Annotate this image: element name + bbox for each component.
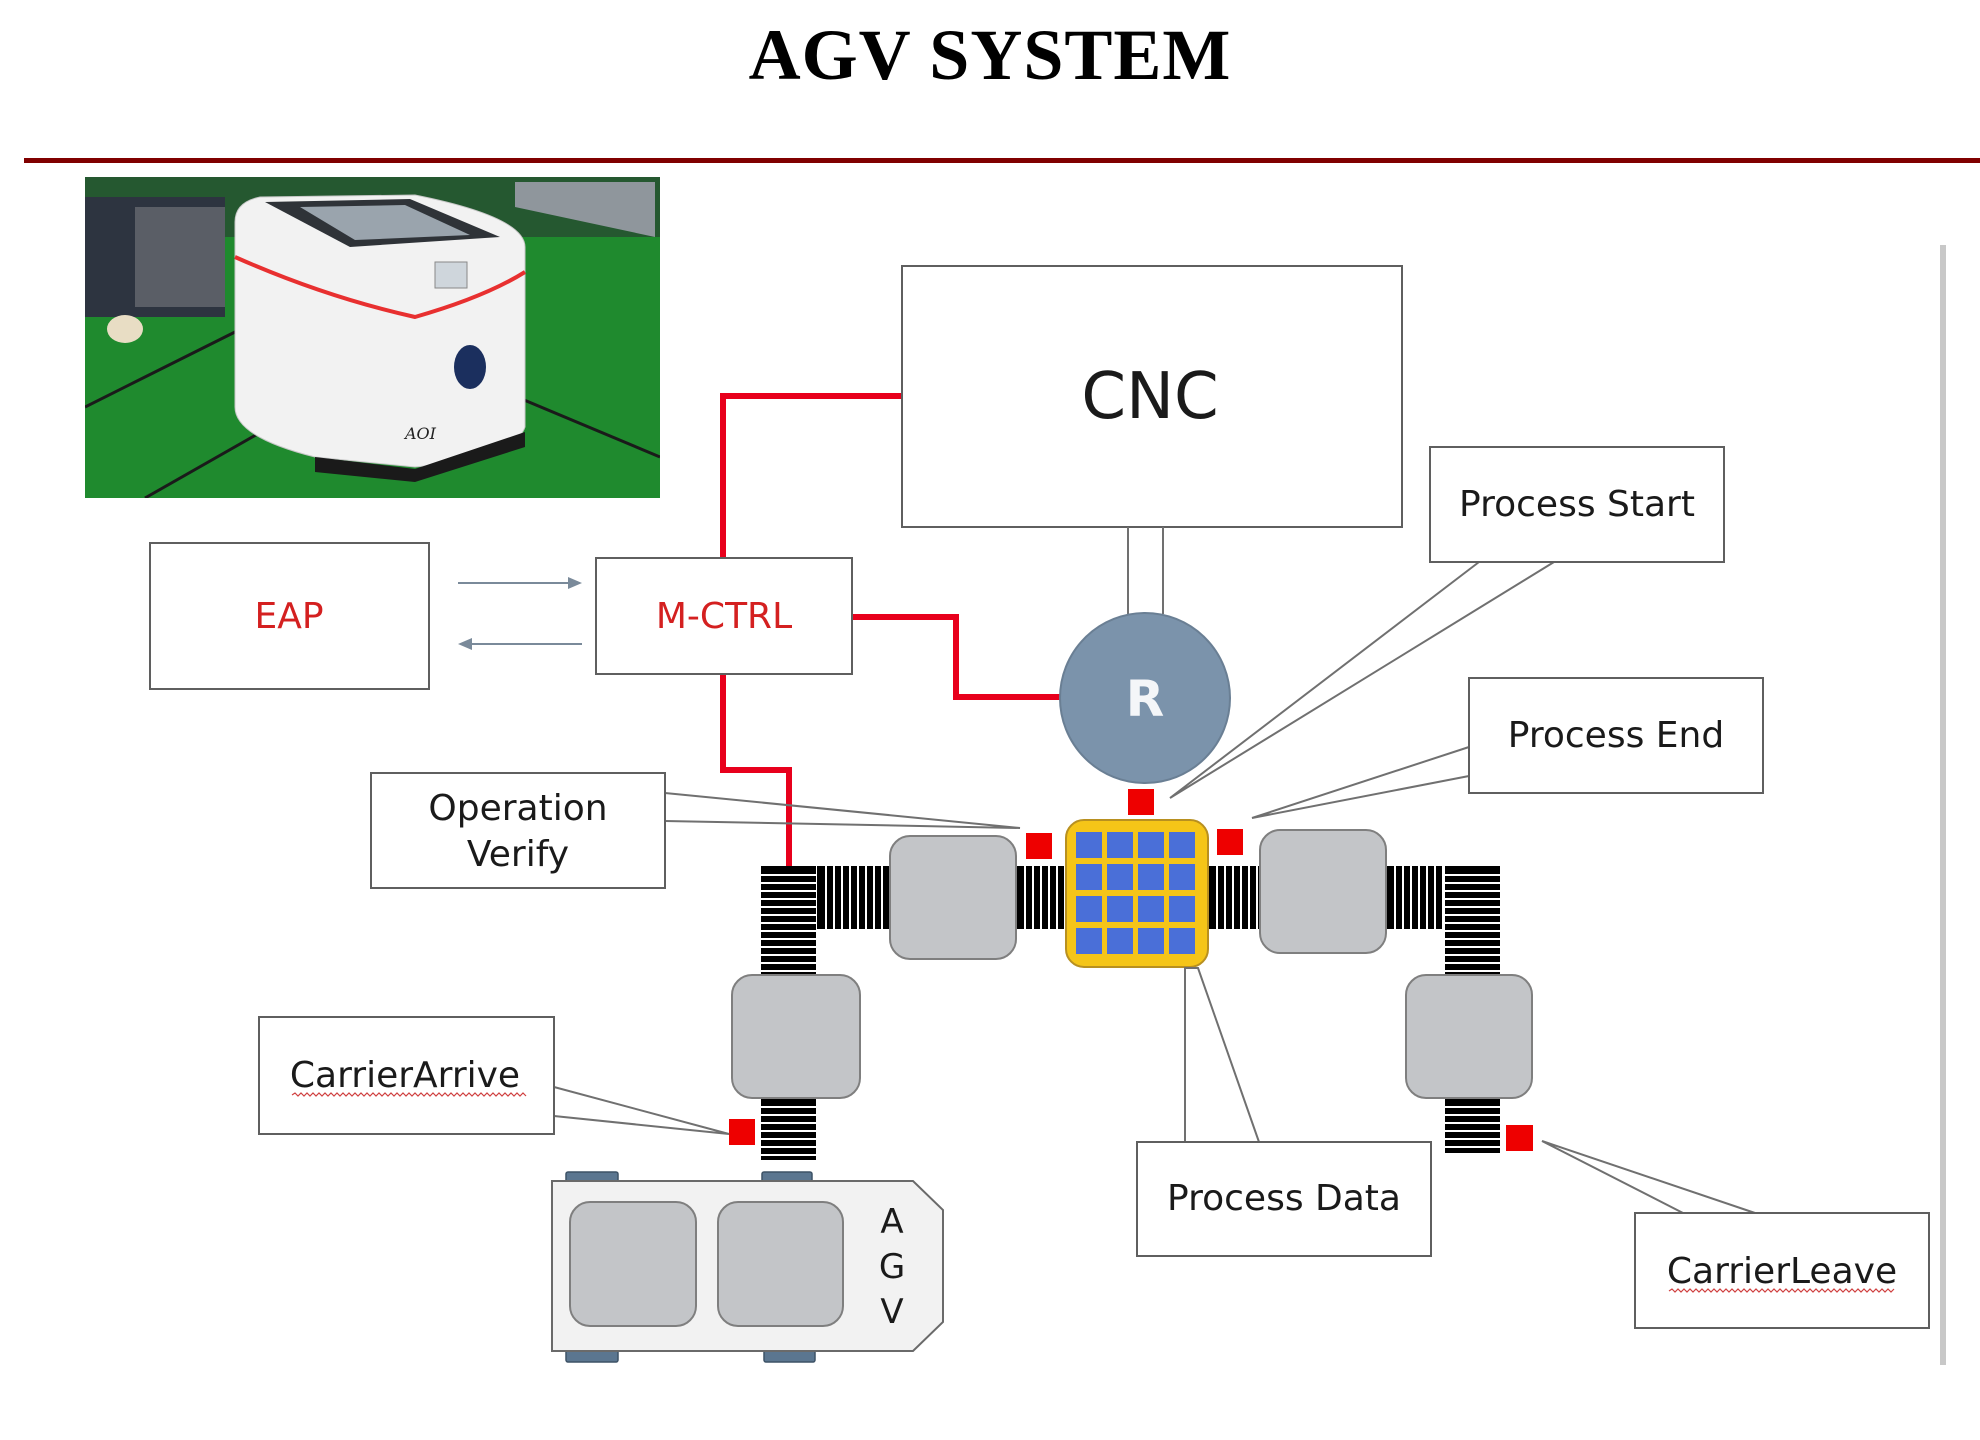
conveyor-center-left [1016,866,1067,929]
arrow-eap-to-mctrl [458,577,582,589]
tray-cells [1076,832,1195,954]
callout-carrier-leave[interactable]: CarrierLeave [1541,1140,1930,1329]
tray-cell [1138,832,1164,858]
station-right-lower [1405,974,1533,1099]
conveyor-center-right [1208,866,1260,929]
sensor-carrier-arrive [729,1119,755,1145]
process-data-label: Process Data [1167,1178,1401,1219]
callout-operation-verify[interactable]: Operation Verify [370,772,1021,889]
process-tray[interactable] [1065,819,1209,968]
tray-cell [1169,896,1195,922]
tray-cell [1107,864,1133,890]
tray-cell [1138,928,1164,954]
agv-slot [717,1201,844,1327]
operation-verify-label-line1: Operation [428,788,607,829]
tray-cell [1138,896,1164,922]
tray-cell [1076,928,1102,954]
agv-letter: G [879,1247,905,1287]
tray-cell [1076,864,1102,890]
agv-letter: A [880,1202,903,1242]
sensor-operation-verify [1026,833,1052,859]
link-mctrl-robot [852,614,1062,700]
operation-verify-label-line2: Verify [467,834,569,875]
title-divider [24,158,1980,163]
mctrl-node[interactable]: M-CTRL [595,557,853,675]
conveyor-line [761,866,1500,1160]
spellcheck-underline [1668,1288,1895,1293]
eap-label: EAP [254,596,323,637]
robot-label: R [1126,670,1165,728]
cnc-node[interactable]: CNC [901,265,1403,528]
eap-node[interactable]: EAP [149,542,430,690]
tray-cell [1107,896,1133,922]
tray-cell [1076,896,1102,922]
agv-slot [569,1201,697,1327]
tray-cell [1076,832,1102,858]
svg-text:AOI: AOI [403,424,437,443]
callout-process-end[interactable]: Process End [1251,677,1764,819]
robot-node[interactable]: R [1059,612,1231,784]
conveyor-right-bottom [1445,1098,1500,1153]
slide-title: AGV SYSTEM [748,15,1232,95]
station-right-upper [1259,829,1387,954]
agv-vehicle[interactable]: A G V [551,1171,944,1363]
process-end-label: Process End [1508,715,1724,756]
agv-letter: V [880,1292,903,1332]
tray-cell [1107,928,1133,954]
conveyor-left-bottom [761,1098,816,1160]
sensor-process-start [1128,789,1154,815]
link-mctrl-cnc [720,393,902,557]
cnc-label: CNC [1081,360,1218,434]
slide-edge-bar [1940,245,1946,1365]
arrow-mctrl-to-eap [458,638,582,650]
conveyor-right-vertical [1445,866,1500,975]
tray-cell [1169,928,1195,954]
conveyor-left-horizontal [817,866,891,929]
callout-process-start[interactable]: Process Start [1169,446,1725,799]
process-start-label: Process Start [1459,484,1695,525]
agv-photo: AOI [85,177,660,498]
tray-cell [1107,832,1133,858]
conveyor-left-vertical [761,866,816,975]
tray-cell [1169,832,1195,858]
callout-process-data[interactable]: Process Data [1136,967,1432,1257]
tray-cell [1138,864,1164,890]
sensor-process-end [1217,829,1243,855]
callout-carrier-arrive[interactable]: CarrierArrive [258,1016,730,1135]
link-mctrl-conveyor [720,674,792,868]
carrier-leave-label: CarrierLeave [1667,1251,1897,1292]
tray-cell [1169,864,1195,890]
conveyor-right-horizontal [1386,866,1444,929]
station-left-lower [731,974,861,1099]
carrier-arrive-label: CarrierArrive [290,1055,520,1096]
sensor-carrier-leave [1506,1125,1533,1151]
spellcheck-underline [291,1092,527,1097]
station-left-upper [889,835,1017,960]
mctrl-label: M-CTRL [656,596,792,637]
